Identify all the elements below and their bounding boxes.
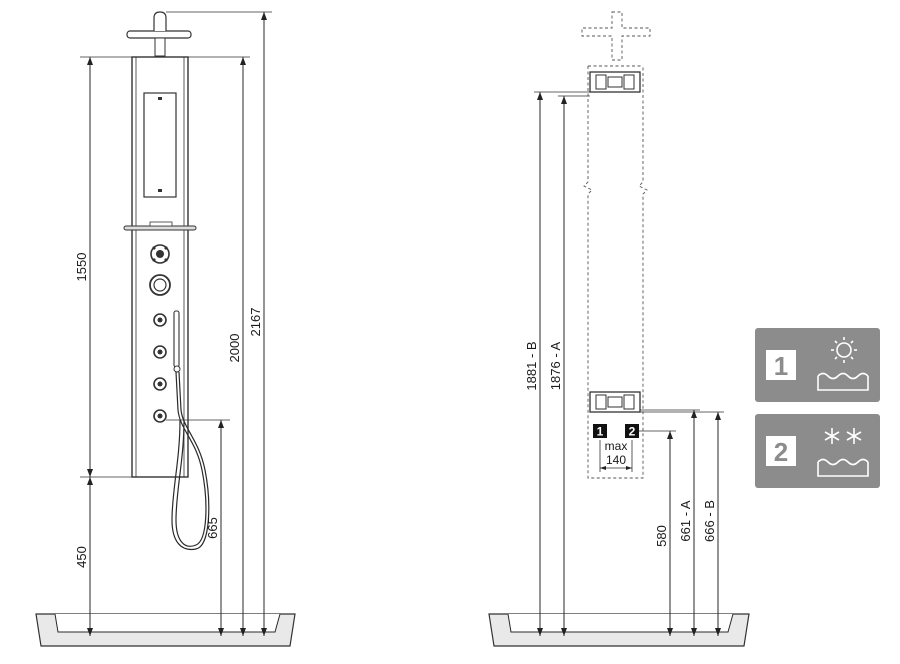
hand-shower bbox=[171, 310, 210, 551]
shower-column bbox=[123, 56, 197, 478]
legend-hot: 1 bbox=[755, 328, 880, 402]
sun-water-icon bbox=[817, 337, 869, 391]
svg-text:2: 2 bbox=[774, 437, 788, 467]
legend-cold: 2 bbox=[755, 414, 880, 488]
dim-580: 580 bbox=[654, 525, 669, 547]
front-view: 1550 450 665 2000 2167 bbox=[35, 11, 296, 647]
spacing-value: 140 bbox=[606, 453, 626, 467]
svg-text:1: 1 bbox=[774, 351, 788, 381]
max-label: max bbox=[605, 439, 628, 453]
dim-1881-b: 1881 - B bbox=[524, 341, 539, 390]
bottom-wall-bracket bbox=[589, 391, 641, 413]
svg-text:1: 1 bbox=[597, 425, 604, 439]
dimension-lines-side bbox=[537, 92, 721, 636]
dim-661-a: 661 - A bbox=[678, 500, 693, 542]
dim-450: 450 bbox=[74, 546, 89, 568]
dim-2167: 2167 bbox=[248, 308, 263, 337]
inlet-badge-2: 2 bbox=[625, 424, 639, 439]
panel-window bbox=[143, 92, 177, 198]
inlet-spacing: max 140 bbox=[599, 439, 633, 472]
dim-1550: 1550 bbox=[74, 253, 89, 282]
svg-text:2: 2 bbox=[629, 425, 636, 439]
dimension-lines-front bbox=[87, 12, 267, 636]
overhead-shower-head bbox=[126, 11, 192, 57]
panel-shelf bbox=[123, 225, 197, 231]
ghost-column bbox=[583, 65, 648, 479]
dim-665: 665 bbox=[205, 517, 220, 539]
top-wall-bracket bbox=[589, 71, 641, 93]
dim-2000: 2000 bbox=[227, 334, 242, 363]
side-view: 1 2 max 140 bbox=[488, 11, 750, 647]
dim-666-b: 666 - B bbox=[702, 500, 717, 542]
snowflake-water-icon bbox=[817, 428, 869, 477]
inlet-badge-1: 1 bbox=[593, 424, 607, 439]
dim-1876-a: 1876 - A bbox=[548, 341, 563, 390]
ghost-shower-head bbox=[581, 11, 651, 61]
